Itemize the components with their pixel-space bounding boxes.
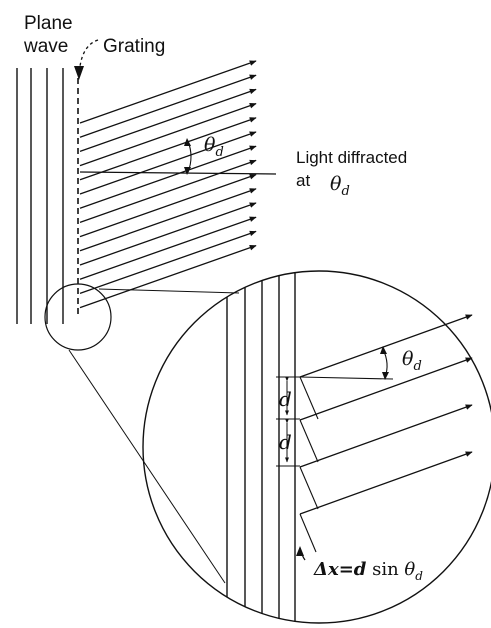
zoomed-diffracted-beams (299, 314, 473, 553)
diffracted-beam-arrow (79, 244, 257, 309)
diffracted-beam-arrow (79, 202, 257, 266)
spacing-ticks (276, 376, 300, 467)
sin-word: sin (366, 559, 404, 580)
diffracted-beam-arrow (79, 131, 257, 195)
magnifier-leader-bottom (68, 349, 226, 584)
diffracted-beam-arrow (79, 188, 257, 252)
diffracted-beam-arrow (79, 88, 257, 153)
diffracted-beam-arrow (79, 216, 257, 280)
d-symbol: d (354, 559, 367, 580)
wavefront-connector (299, 419, 319, 463)
zoomed-beam-arrow (299, 314, 473, 378)
diffracted-beam-arrow (79, 230, 257, 295)
theta-angle-arc (184, 138, 192, 175)
grating-label-leader (74, 39, 99, 80)
theta-char: θ (330, 173, 342, 195)
theta-subscript: d (341, 184, 349, 199)
plane-wave-label-line2: wave (23, 36, 68, 57)
zoom-theta-arc (380, 346, 389, 380)
plane-wavefronts (16, 68, 64, 324)
diffracted-beam-arrow (79, 74, 257, 138)
theta-char: θ (204, 134, 216, 156)
diffracted-beam-arrow (79, 173, 257, 238)
diffracted-beam-arrow (79, 159, 257, 224)
diffracted-beam-arrow (79, 117, 257, 181)
wavefront-connector (299, 466, 319, 510)
theta-symbol-zoom: θd (402, 348, 422, 374)
diffracted-label-line1: Light diffracted (296, 148, 407, 167)
theta-symbol-upper: θd (204, 134, 224, 160)
zoomed-beam-arrow (299, 404, 473, 468)
diffracted-beams (79, 60, 257, 309)
path-difference-label: Δx=d sin θd (313, 559, 423, 583)
theta-subscript: d (413, 359, 421, 374)
zoom-normal-line (299, 376, 394, 380)
zoomed-view: θd d d Δx=d sin θd (142, 270, 491, 624)
plane-wave-label-line1: Plane (24, 13, 73, 34)
theta-subscript: d (415, 569, 423, 583)
zoomed-beam-arrow (299, 451, 473, 515)
theta-symbol-label: θd (330, 173, 350, 199)
grating-normal-line (79, 171, 277, 175)
diffracted-beam-arrow (79, 102, 257, 167)
spacing-label-2: d (279, 430, 292, 454)
magnifier-source-circle (44, 283, 112, 351)
wavefront-connector (299, 376, 319, 420)
delta-x: Δx= (313, 559, 354, 580)
zoom-circle-outline (142, 270, 491, 624)
diffracted-beam-arrow (79, 145, 257, 209)
spacing-label-1: d (279, 387, 292, 411)
diffracted-beam-arrow (79, 60, 257, 124)
zoomed-beam-arrow (299, 357, 473, 421)
magnifier-leader-top (98, 288, 240, 294)
wavefront-connector (299, 513, 317, 553)
grating-label: Grating (103, 36, 165, 57)
path-difference-marker (296, 546, 306, 561)
theta-char: θ (402, 348, 414, 370)
diffracted-label-line2: at (296, 171, 310, 190)
zoomed-wavefronts (226, 271, 296, 623)
theta-subscript: d (215, 145, 223, 160)
theta-char: θ (404, 559, 415, 580)
